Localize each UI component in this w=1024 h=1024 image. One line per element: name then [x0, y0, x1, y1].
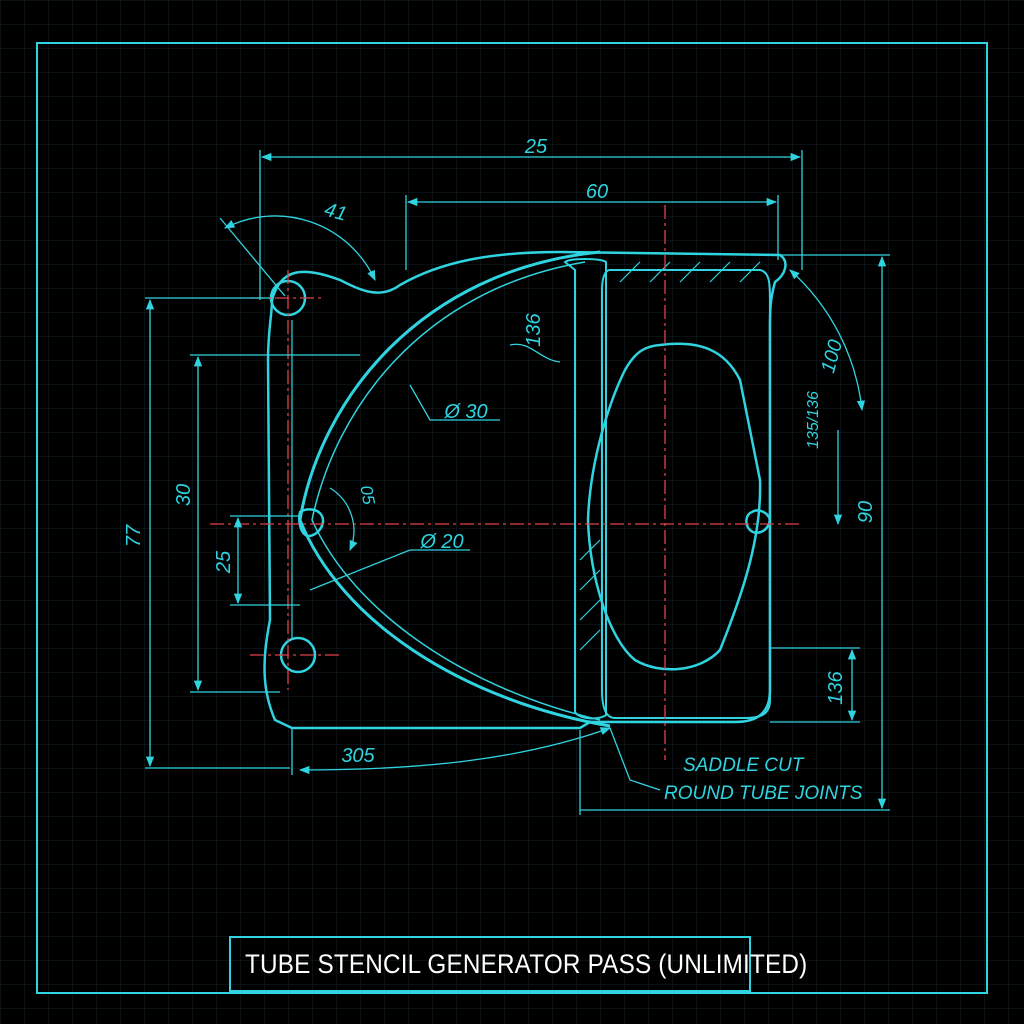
dim-arc-right	[789, 269, 866, 412]
oval-cutout	[586, 342, 762, 671]
note-round-tube-joints: ROUND TUBE JOINTS	[664, 783, 863, 804]
title-block-text: TUBE STENCIL GENERATOR PASS (UNLIMITED)	[245, 948, 808, 979]
tube-slot	[563, 258, 607, 720]
leader-vertical-offset	[509, 343, 561, 363]
dim-vertical-offset: 136	[523, 312, 545, 346]
dim-left-lower: 25	[213, 550, 235, 574]
leader-angle	[219, 217, 286, 297]
pocket-outline	[601, 269, 771, 719]
dim-vertical-note: 135/136	[805, 391, 822, 449]
hole-right	[745, 509, 772, 534]
hatch-slot	[579, 539, 601, 651]
hole-center	[298, 508, 325, 538]
note-saddle-cut: SADDLE CUT	[683, 755, 805, 776]
dim-hole-small: Ø 20	[419, 531, 463, 553]
leader-hole-small	[309, 549, 470, 591]
dim-right-lower: 136	[825, 670, 847, 704]
dim-top-overall: 25	[524, 136, 548, 158]
dim-bottom-length: 305	[341, 745, 375, 767]
dim-angle-center: 05	[356, 484, 378, 506]
part-outline	[263, 250, 787, 730]
dim-arc-angle	[224, 215, 376, 281]
dim-left-outer: 77	[123, 524, 145, 547]
leader-hole-large	[409, 384, 500, 421]
dim-arc-center	[329, 487, 358, 551]
dim-top-inner: 60	[586, 181, 608, 203]
hatch-top	[619, 261, 761, 283]
dim-left-inner: 30	[173, 484, 195, 506]
dim-line-bottom	[298, 727, 611, 775]
title-block: TUBE STENCIL GENERATOR PASS (UNLIMITED)	[229, 936, 807, 992]
leader-note	[609, 727, 661, 791]
saddle-arc-inner	[311, 261, 601, 721]
drawing-frame	[36, 42, 988, 994]
dim-right-side: 90	[855, 501, 877, 523]
dim-hole-large: Ø 30	[443, 401, 487, 423]
